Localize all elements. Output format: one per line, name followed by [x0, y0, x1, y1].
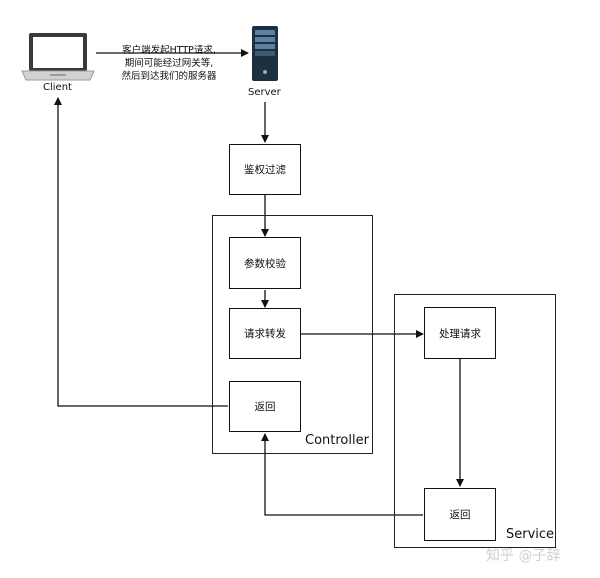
laptop-icon [21, 33, 95, 81]
controller-title: Controller [305, 433, 369, 448]
request-note: 客户端发起HTTP请求, 期间可能经过网关等, 然后到达我们的服务器 [107, 44, 231, 83]
client-label: Client [43, 82, 72, 93]
controller-return-box: 返回 [229, 381, 301, 432]
watermark: 知乎 @子辞 [486, 548, 561, 564]
controller-frame [212, 215, 373, 454]
param-check-box: 参数校验 [229, 237, 301, 289]
handle-request-box: 处理请求 [424, 307, 496, 359]
request-note-line-1: 客户端发起HTTP请求, [122, 45, 216, 56]
request-note-line-2: 期间可能经过网关等, [124, 58, 214, 69]
service-frame [394, 294, 556, 548]
service-return-box: 返回 [424, 488, 496, 541]
arrow-controller-return-to-client [54, 97, 228, 407]
arrow-service-return-to-controller-return [261, 433, 423, 516]
auth-filter-box: 鉴权过滤 [229, 144, 301, 195]
request-note-line-3: 然后到达我们的服务器 [121, 71, 217, 82]
service-title: Service [506, 527, 555, 542]
server-label: Server [248, 87, 281, 98]
forward-box: 请求转发 [229, 308, 301, 359]
server-icon [252, 26, 278, 81]
